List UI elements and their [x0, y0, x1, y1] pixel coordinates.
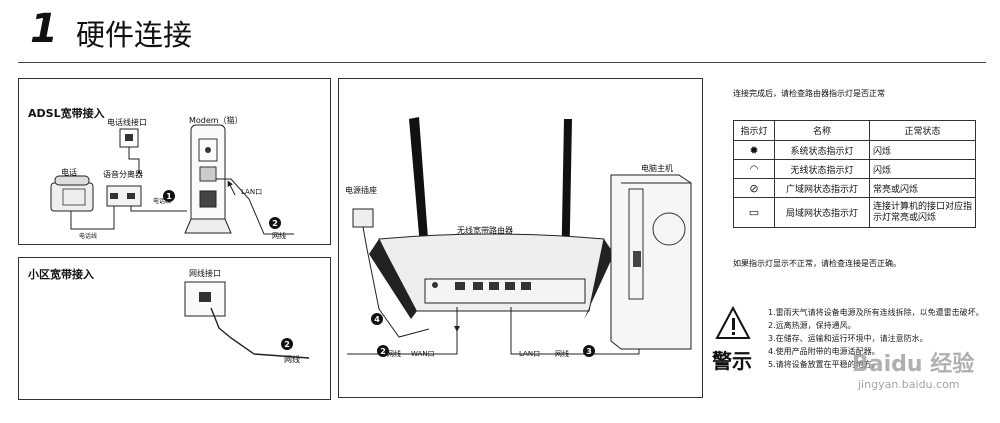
table-row: ▭ 局域网状态指示灯 连接计算机的接口对应指示灯常亮或闪烁: [733, 197, 976, 228]
header-divider: [18, 62, 986, 63]
indicator-intro: 连接完成后，请检查路由器指示灯是否正常: [733, 89, 885, 98]
table-row: ◠ 无线状态指示灯 闪烁: [733, 159, 976, 179]
telephone-label: 电话: [61, 168, 77, 177]
adsl-title: ADSL宽带接入: [28, 107, 105, 120]
svg-text:2: 2: [272, 219, 278, 228]
svg-text:4: 4: [374, 315, 380, 324]
svg-text:1: 1: [166, 192, 172, 201]
col-name: 名称: [774, 120, 870, 141]
warning-item: 1.雷雨天气请将设备电源及所有连线拆除，以免遭雷击破坏。: [768, 308, 984, 317]
adsl-phone-cable-label-2: 电话线: [79, 233, 98, 240]
table-row: ⊘ 广域网状态指示灯 常亮或闪烁: [733, 178, 976, 198]
step-1-badge: [163, 190, 175, 202]
pc-tower-icon: [610, 174, 692, 350]
splitter-label: 语音分离器: [103, 170, 143, 179]
community-step-2-badge: [281, 338, 293, 350]
warning-item: 4.使用产品附带的电源适配器。: [768, 347, 880, 356]
adsl-diagram: 1 2: [50, 124, 294, 235]
adsl-step-2-badge: [269, 217, 281, 229]
globe-icon: ⊘: [749, 181, 759, 195]
warning-list: 1.雷雨天气请将设备电源及所有连线拆除，以免遭雷击破坏。 2.远离热源，保持通风…: [768, 306, 984, 371]
warning-item: 2.远离热源，保持通风。: [768, 321, 856, 330]
adsl-wan-cable-label: 网线: [272, 232, 286, 240]
community-diagram: 2: [184, 281, 310, 359]
power-socket-icon: [352, 208, 374, 228]
col-state: 正常状态: [869, 120, 976, 141]
step-3-badge: [583, 345, 595, 357]
table-header-row: 指示灯 名称 正常状态: [733, 120, 976, 141]
table-row: ✹ 系统状态指示灯 闪烁: [733, 140, 976, 160]
power-socket-label: 电源插座: [345, 186, 377, 195]
modem-label: Modem（猫）: [189, 116, 243, 125]
indicator-table: 指示灯 名称 正常状态 ✹ 系统状态指示灯 闪烁 ◠ 无线状态指示灯 闪烁 ⊘ …: [733, 120, 976, 228]
router-diagram: 4 2 3: [347, 117, 692, 357]
modem-lan-label: LAN口: [241, 188, 263, 196]
step-4-badge: [371, 313, 383, 325]
adsl-panel: ADSL宽带接入 电话线接口 电话 语音分离器 Modem（猫） LAN口 电话…: [18, 78, 331, 245]
col-indicator: 指示灯: [733, 120, 775, 141]
router-ports: [455, 282, 531, 290]
svg-text:2: 2: [380, 347, 386, 356]
svg-text:3: 3: [586, 347, 592, 356]
adsl-phone-cable-label: 电话线: [153, 198, 172, 205]
warning-triangle-icon: [715, 305, 751, 339]
warning-label: 警示: [712, 349, 752, 373]
step-number: 1: [30, 6, 58, 52]
watermark-brand: Baidu 经验: [852, 352, 975, 377]
gear-icon: ✹: [749, 143, 759, 157]
warning-item: 5.请将设备放置在平稳的地方。: [768, 360, 880, 369]
router-label: 无线宽带路由器: [457, 226, 513, 235]
community-jack-label: 网线接口: [189, 269, 221, 278]
wifi-icon: ◠: [749, 163, 759, 175]
community-panel: 小区宽带接入 网线接口 网线 2: [18, 257, 331, 400]
watermark-url: jingyan.baidu.com: [858, 378, 960, 391]
phone-jack-label: 电话线接口: [107, 118, 147, 127]
monitor-icon: ▭: [748, 206, 760, 219]
splitter-icon: [106, 185, 142, 207]
pc-label: 电脑主机: [641, 164, 673, 173]
svg-text:2: 2: [284, 340, 290, 349]
abnormal-note: 如果指示灯显示不正常，请检查连接是否正确。: [733, 259, 901, 268]
page-title: 硬件连接: [76, 18, 193, 52]
community-title: 小区宽带接入: [28, 268, 94, 281]
community-cable-label: 网线: [284, 355, 300, 364]
step-2-badge: [377, 345, 389, 357]
telephone-icon: [50, 175, 94, 212]
network-wall-jack: [184, 281, 226, 317]
router-panel: 电源插座 无线宽带路由器 电脑主机 WAN口 LAN口 网线 网线: [338, 78, 703, 398]
router-icon: [369, 233, 614, 319]
warning-item: 3.在储存、运输和运行环境中，请注意防水。: [768, 334, 928, 343]
